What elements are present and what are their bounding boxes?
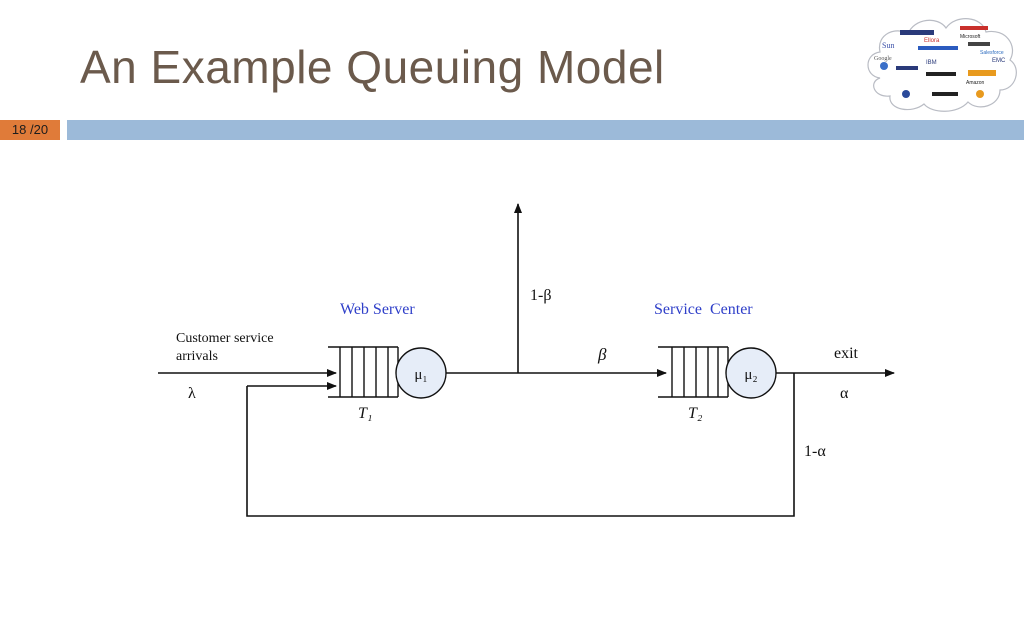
feedback-loop — [246, 373, 795, 517]
logo-bar-8 — [932, 92, 958, 96]
logo-dot-1 — [880, 62, 888, 70]
service-center-label: Service Center — [654, 301, 753, 318]
lambda-label: λ — [188, 385, 196, 402]
web-server-queue — [328, 346, 399, 398]
mu1-label: μ₁ — [414, 367, 427, 383]
slide-title: An Example Queuing Model — [80, 41, 665, 93]
header-bar — [67, 120, 1024, 140]
logo-text-amazon: Amazon — [966, 80, 985, 86]
beta-label: β — [597, 345, 607, 364]
t1-label: T₁ — [358, 405, 372, 422]
logo-text-ellora: Ellora — [924, 38, 940, 44]
logo-text-emc: EMC — [992, 58, 1006, 64]
one-minus-beta-label: 1-β — [530, 287, 551, 304]
logo-text-sun: Sun — [882, 41, 894, 50]
t2-label: T₂ — [688, 405, 703, 422]
logo-text-google: Google — [874, 56, 892, 62]
service-center-queue — [658, 346, 729, 398]
arrivals-label-1: Customer service — [176, 331, 274, 346]
cloud-logo-collage: Sun Ellora Microsoft Google IBM Amazon E… — [867, 18, 1017, 112]
mu2-label: μ₂ — [744, 367, 757, 383]
logo-bar-5 — [896, 66, 918, 70]
web-server-label: Web Server — [340, 301, 415, 318]
logo-bar-1 — [900, 30, 934, 35]
logo-bar-7 — [968, 70, 996, 76]
logo-bar-3 — [918, 46, 958, 50]
logo-text-salesforce: Salesforce — [980, 50, 1004, 56]
exit-label: exit — [834, 345, 859, 362]
alpha-label: α — [840, 385, 849, 402]
cloud-shape — [867, 18, 1017, 112]
logo-bar-4 — [968, 42, 990, 46]
logo-dot-3 — [976, 90, 984, 98]
logo-bar-6 — [926, 72, 956, 76]
one-minus-alpha-label: 1-α — [804, 443, 826, 460]
arrivals-label-2: arrivals — [176, 349, 218, 364]
logo-text-microsoft: Microsoft — [960, 34, 981, 40]
logo-bar-2 — [960, 26, 988, 30]
slide-counter: 18 /20 — [0, 120, 60, 140]
logo-text-ibm: IBM — [926, 60, 937, 66]
cloud-logos — [880, 26, 996, 98]
logo-dot-2 — [902, 90, 910, 98]
